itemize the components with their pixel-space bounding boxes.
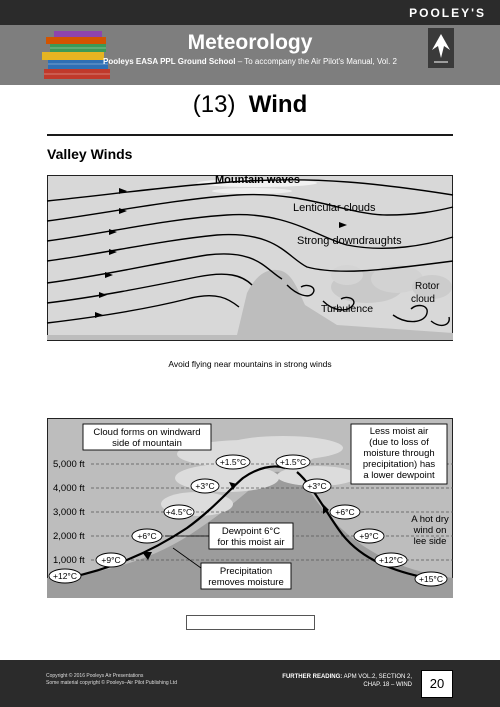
moist-note-line: Less moist air (370, 426, 429, 437)
lenticular-clouds-label: Lenticular clouds (293, 202, 376, 214)
copyright-line: Copyright © 2016 Pooleys Air Presentatio… (46, 673, 144, 679)
title-rule (47, 134, 453, 136)
cloud-note-line: Cloud forms on windward (93, 427, 200, 438)
further-reading-line2: CHAP. 18 – WIND (363, 682, 412, 688)
subtitle-rest: – To accompany the Air Pilot's Manual, V… (235, 57, 397, 66)
temp-label: +9°C (101, 555, 120, 565)
dewpoint-note-line: Dewpoint 6°C (222, 526, 280, 537)
books-icon (42, 31, 110, 79)
moist-note-line: moisture through (363, 448, 434, 459)
precip-note-line: removes moisture (208, 577, 284, 588)
dewpoint-note-line: for this moist air (217, 537, 284, 548)
temp-label: +12°C (53, 571, 77, 581)
moist-note-line: a lower dewpoint (363, 470, 435, 481)
copyright-line: Some material copyright © Pooleys–Air Pi… (46, 680, 177, 686)
strong-downdraughts-label: Strong downdraughts (297, 235, 402, 247)
caption-placeholder-box (186, 615, 315, 630)
temp-label: +4.5°C (166, 507, 192, 517)
mountain-waves-label: Mountain waves (215, 174, 300, 186)
temp-label: +9°C (359, 531, 378, 541)
foehn-effect-figure: 5,000 ft 4,000 ft 3,000 ft 2,000 ft 1,00… (47, 418, 453, 598)
dry-note-line: lee side (414, 536, 447, 547)
temp-label: +3°C (195, 481, 214, 491)
mountain-waves-figure: Mountain waves Lenticular clouds Strong … (46, 174, 454, 341)
level-label: 1,000 ft (53, 555, 85, 566)
temp-label: +6°C (335, 507, 354, 517)
pooleys-emblem-icon (428, 28, 454, 68)
rotor-label: Rotor (415, 281, 440, 292)
top-bar (0, 0, 500, 25)
page-title: (13) Wind (0, 91, 500, 119)
subject-title: Meteorology (187, 31, 313, 54)
temp-label: +6°C (137, 531, 156, 541)
turbulence-label: Turbulence (321, 303, 373, 315)
section-heading: Valley Winds (47, 146, 133, 162)
temp-label: +3°C (307, 481, 326, 491)
moist-note-line: (due to loss of (369, 437, 429, 448)
level-label: 4,000 ft (53, 483, 85, 494)
page-number: 20 (421, 670, 453, 698)
temp-label: +15°C (419, 574, 443, 584)
level-label: 5,000 ft (53, 459, 85, 470)
cloud-note-line: side of mountain (112, 438, 182, 449)
footer-bar (0, 660, 500, 707)
subtitle: Pooleys EASA PPL Ground School – To acco… (0, 57, 500, 66)
brand-logo-text: POOLEY'S (409, 6, 486, 20)
level-label: 2,000 ft (53, 531, 85, 542)
subtitle-bold: Pooleys EASA PPL Ground School (103, 57, 236, 66)
further-reading-rest: APM VOL.2, SECTION 2, (342, 674, 412, 680)
dry-note-line: A hot dry (411, 514, 449, 525)
rotor-cloud-label: cloud (411, 294, 435, 305)
temp-label: +1.5°C (220, 457, 246, 467)
temp-label: +12°C (379, 555, 403, 565)
level-label: 3,000 ft (53, 507, 85, 518)
further-reading-bold: FURTHER READING: (282, 674, 343, 680)
chapter-title: Wind (248, 91, 308, 118)
precip-note-line: Precipitation (220, 566, 272, 577)
dry-note-line: wind on (413, 525, 447, 536)
figure1-caption: Avoid flying near mountains in strong wi… (168, 359, 332, 369)
copyright: Copyright © 2016 Pooleys Air Presentatio… (46, 673, 177, 687)
temp-label: +1.5°C (280, 457, 306, 467)
moist-note-line: precipitation) has (363, 459, 436, 470)
chapter-number: (13) (192, 91, 236, 118)
further-reading: FURTHER READING: APM VOL.2, SECTION 2, CH… (252, 673, 412, 689)
